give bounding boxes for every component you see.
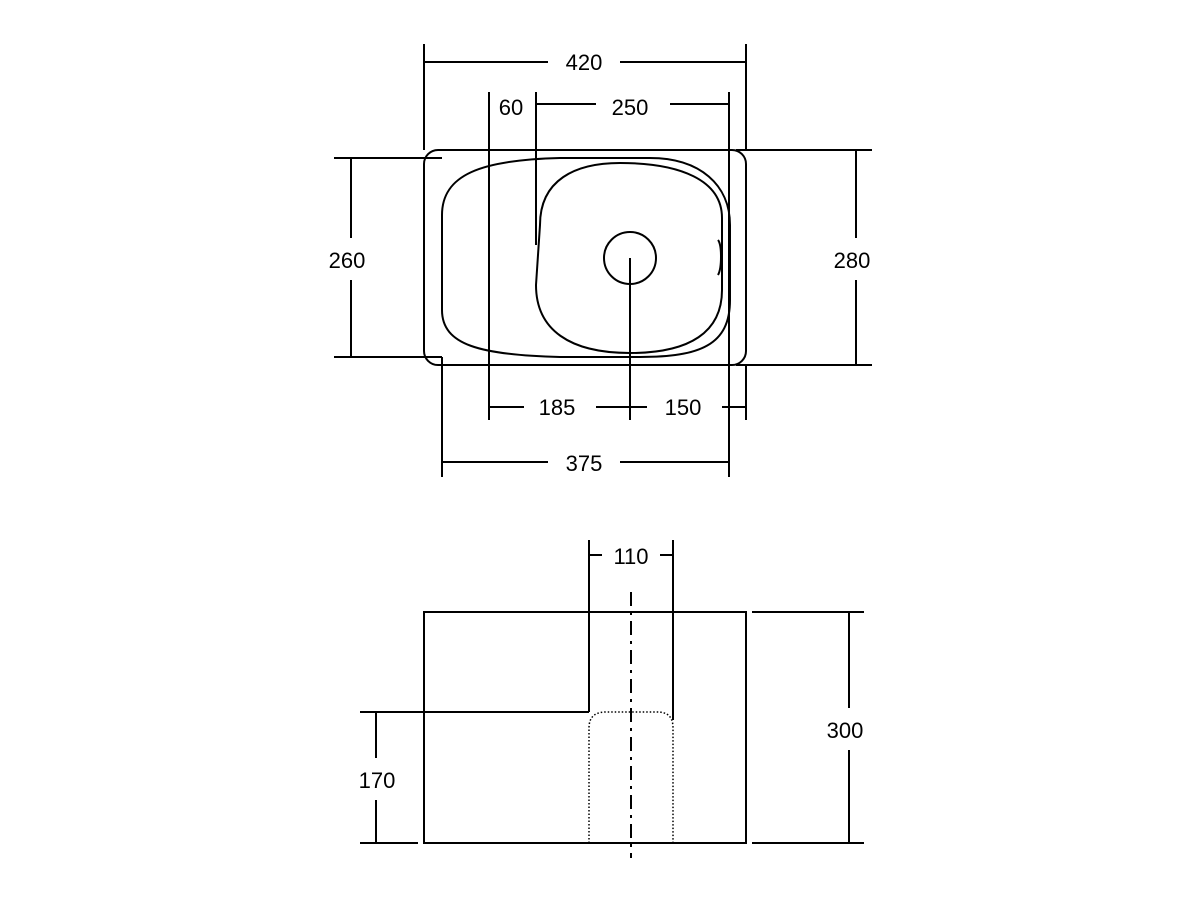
dimension-waste-position: 185 150 — [489, 365, 747, 420]
dimension-overall-height: 300 — [752, 611, 864, 844]
sink-rim-outline — [423, 149, 747, 366]
dimension-depth-right: 280 — [736, 149, 872, 366]
sink-body-outline — [423, 611, 747, 844]
top-view: 420 60 250 260 280 — [329, 44, 872, 477]
dimension-label: 375 — [566, 451, 603, 476]
dimension-label: 170 — [359, 768, 396, 793]
dimension-waste-width: 110 — [588, 540, 674, 720]
dimension-label: 420 — [566, 50, 603, 75]
basin-outline — [441, 157, 731, 358]
dimension-label: 260 — [329, 248, 366, 273]
dimension-inner-width: 375 — [441, 357, 729, 477]
dimension-waste-height: 170 — [359, 711, 589, 844]
dimension-overall-width: 420 — [423, 44, 747, 150]
dimension-label: 110 — [613, 544, 648, 569]
dimension-label: 150 — [665, 395, 702, 420]
bowl-outline — [534, 161, 723, 355]
front-view: 110 300 170 — [359, 540, 864, 858]
dimension-depth-left: 260 — [329, 157, 442, 358]
dimension-label: 60 — [499, 95, 523, 120]
dimension-label: 280 — [834, 248, 871, 273]
dimension-label: 300 — [827, 718, 864, 743]
dimension-bowl-width: 250 — [535, 92, 730, 477]
overflow-slot — [717, 239, 722, 276]
dimension-offset-left: 60 — [488, 92, 523, 420]
dimension-label: 185 — [539, 395, 576, 420]
dimension-label: 250 — [612, 95, 649, 120]
